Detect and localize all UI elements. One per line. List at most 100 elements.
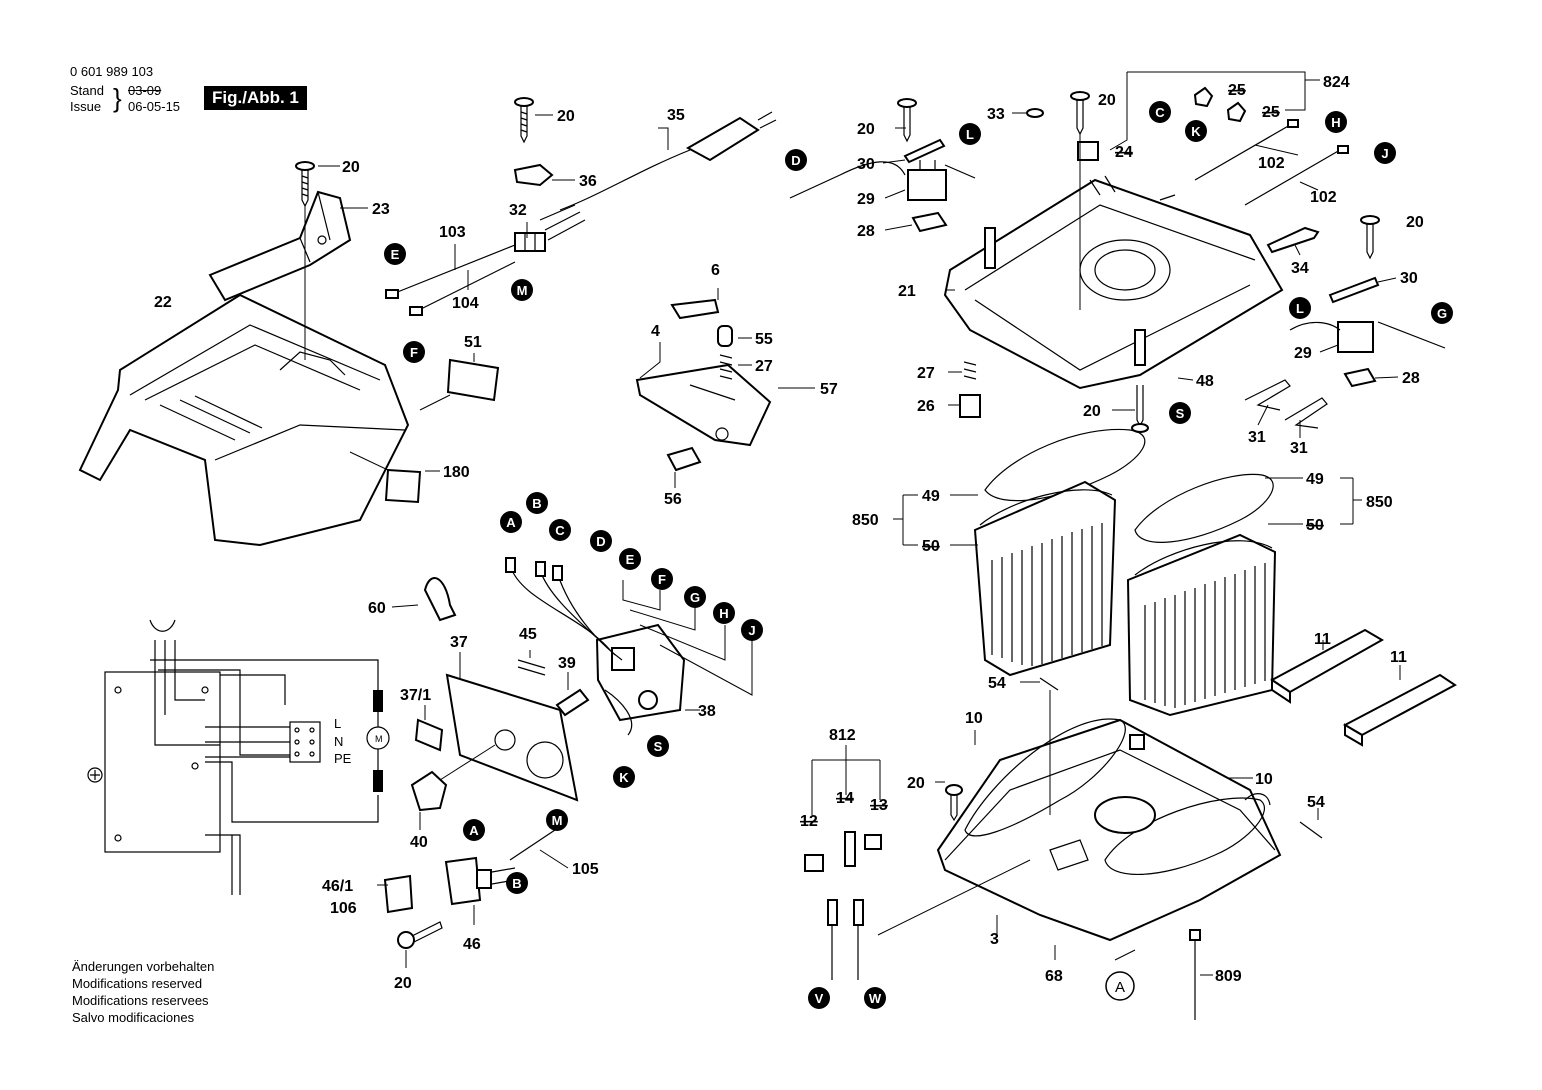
pin-54-a <box>1039 677 1059 691</box>
marker-label: S <box>1176 406 1185 421</box>
callout-20: 20 <box>557 108 575 125</box>
marker-M: M <box>546 809 568 831</box>
hose-809 <box>1189 929 1201 1020</box>
screw-20-g <box>1131 385 1149 433</box>
strip-45 <box>517 659 546 676</box>
motor-symbol: M <box>375 734 383 744</box>
callout-104: 104 <box>452 295 479 312</box>
marker-label: F <box>410 345 418 360</box>
callout-23: 23 <box>372 201 390 218</box>
part-number: 0 601 989 103 <box>70 64 154 79</box>
callout-28: 28 <box>857 223 875 240</box>
callout-21: 21 <box>898 283 916 300</box>
marker-label: G <box>690 590 700 605</box>
marker-label: C <box>1155 105 1165 120</box>
callout-60: 60 <box>368 600 386 617</box>
wiring-schematic: M L N PE <box>87 619 390 895</box>
marker-label: M <box>517 283 528 298</box>
marker-label: S <box>654 739 663 754</box>
screw-20-b <box>514 97 534 144</box>
callout-22: 22 <box>154 294 172 311</box>
spring-27 <box>719 354 733 380</box>
marker-J: J <box>1374 142 1396 164</box>
marker-A: A <box>500 511 522 533</box>
clip-30-b <box>1328 276 1380 304</box>
container-3 <box>936 718 1282 942</box>
pin-54-b <box>1299 821 1323 839</box>
marker-label: W <box>869 991 882 1006</box>
seal-49-a <box>984 428 1146 502</box>
callout-20: 20 <box>342 159 360 176</box>
footer-line-es: Salvo modificaciones <box>72 1010 195 1025</box>
callout-49: 49 <box>922 488 940 505</box>
callout-31: 31 <box>1290 440 1308 457</box>
callout-14: 14 <box>836 790 854 807</box>
bracket-34 <box>1266 226 1320 254</box>
housing-cover-22 <box>78 293 410 547</box>
callout-20: 20 <box>394 975 412 992</box>
wiring-label-N: N <box>334 734 343 749</box>
foam-strip-11-b <box>1342 673 1457 747</box>
callout-20: 20 <box>907 775 925 792</box>
marker-label: F <box>658 572 666 587</box>
screw-20-e <box>1070 91 1090 136</box>
callout-105: 105 <box>572 861 599 878</box>
callout-10: 10 <box>1255 771 1273 788</box>
marker-A-open: A <box>1105 971 1135 1001</box>
callout-30: 30 <box>857 156 875 173</box>
washer-33 <box>1026 108 1044 118</box>
marker-V: V <box>808 987 830 1009</box>
cable-clip-60 <box>423 577 457 622</box>
callout-850: 850 <box>852 512 879 529</box>
callout-29: 29 <box>1294 345 1312 362</box>
callout-55: 55 <box>755 331 773 348</box>
power-cable-35 <box>539 111 777 241</box>
circuit-board-38 <box>595 623 686 722</box>
marker-C: C <box>1149 101 1171 123</box>
marker-label: G <box>1437 306 1447 321</box>
callout-38: 38 <box>698 703 716 720</box>
marker-label: A <box>469 823 479 838</box>
knob-40 <box>410 744 496 812</box>
label-180 <box>349 451 422 504</box>
wire-relay-b <box>1289 321 1446 349</box>
marker-label: M <box>552 813 563 828</box>
wiring-label-PE: PE <box>334 751 352 766</box>
callout-25: 25 <box>1228 82 1246 99</box>
header-brace: } <box>113 83 122 113</box>
marker-G: G <box>1431 302 1453 324</box>
screw-20-d <box>897 98 917 143</box>
callout-68: 68 <box>1045 968 1063 985</box>
filter-cartridge-b <box>1126 533 1277 717</box>
wires-103-104 <box>385 244 516 316</box>
bumper-26 <box>959 394 981 418</box>
marker-label: C <box>555 523 565 538</box>
callout-27: 27 <box>755 358 773 375</box>
label-46-1 <box>383 874 414 914</box>
callout-25: 25 <box>1262 104 1280 121</box>
wire-102 <box>1194 119 1349 206</box>
screw-20-f <box>1360 215 1380 260</box>
callout-106: 106 <box>330 900 357 917</box>
callout-20: 20 <box>1083 403 1101 420</box>
clip-31 <box>1244 379 1328 429</box>
footer-line-de: Änderungen vorbehalten <box>72 959 215 974</box>
callout-51: 51 <box>464 334 482 351</box>
marker-B: B <box>506 872 528 894</box>
screw-20-c <box>397 921 443 949</box>
clip-6 <box>670 298 720 320</box>
callout-40: 40 <box>410 834 428 851</box>
marker-label: H <box>719 606 728 621</box>
spring-27-b <box>963 361 977 380</box>
marker-label: A <box>1115 979 1125 996</box>
clip-30-a <box>903 138 946 164</box>
stand-value: 03-09 <box>128 83 162 98</box>
callout-102: 102 <box>1258 155 1285 172</box>
motor-housing-21 <box>943 175 1284 390</box>
callout-180: 180 <box>443 464 470 481</box>
marker-F: F <box>651 568 673 590</box>
callout-31: 31 <box>1248 429 1266 446</box>
marker-label: D <box>791 153 800 168</box>
callout-20: 20 <box>857 121 875 138</box>
